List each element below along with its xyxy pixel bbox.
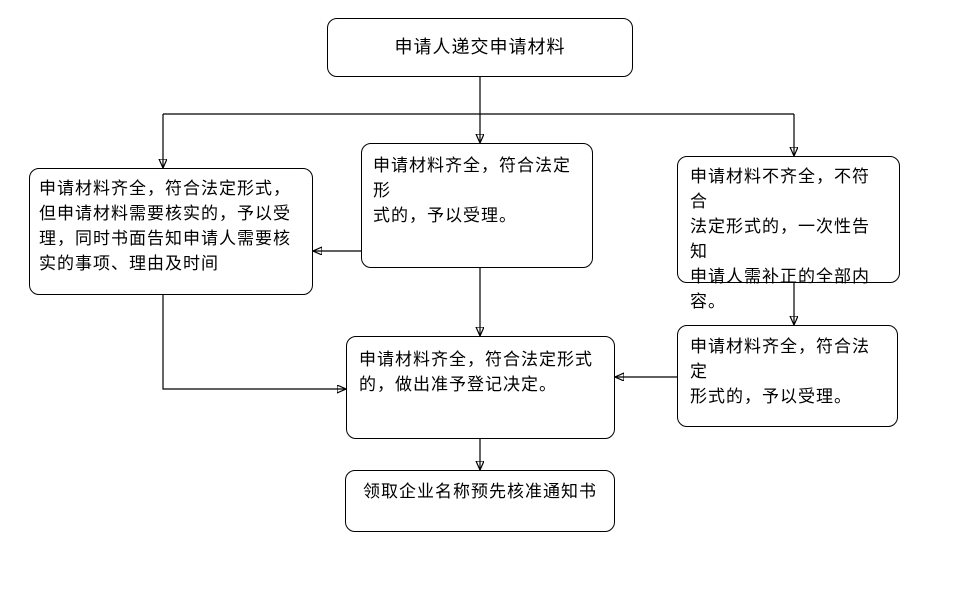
node-receive-approval-notice: 领取企业名称预先核准通知书 bbox=[345, 470, 615, 532]
connector-left-to-center-lower bbox=[162, 295, 346, 389]
node-registration-decision: 申请材料齐全，符合法定形式 的，做出准予登记决定。 bbox=[346, 336, 615, 439]
node-accepted-needs-verification: 申请材料齐全，符合法定形式， 但申请材料需要核实的，予以受 理，同时书面告知申请… bbox=[29, 168, 313, 295]
node-incomplete-notify-corrections: 申请材料不齐全，不符合 法定形式的，一次性告知 申请人需补正的全部内 容。 bbox=[677, 156, 900, 312]
node-corrected-accepted: 申请材料齐全，符合法定 形式的，予以受理。 bbox=[677, 325, 898, 427]
node-submit-materials: 申请人递交申请材料 bbox=[327, 18, 633, 77]
node-complete-accepted: 申请材料齐全，符合法定形 式的，予以受理。 bbox=[361, 143, 593, 268]
